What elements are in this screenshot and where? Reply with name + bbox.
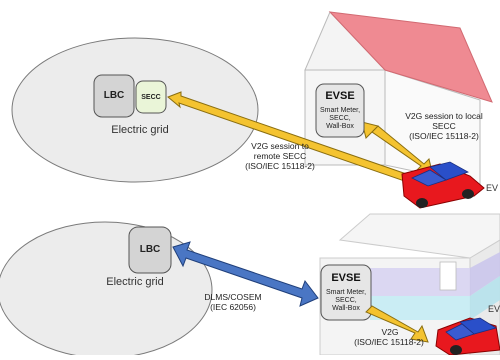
top-ev-label: EV bbox=[486, 183, 499, 193]
top-secc-label: SECC bbox=[141, 94, 161, 101]
top-remote-session-line-2: remote SECC bbox=[253, 151, 307, 161]
bottom-evse-line-2: SECC, bbox=[335, 297, 357, 304]
top-evse-line-3: Wall-Box bbox=[326, 123, 354, 130]
top-local-session-line-2: SECC bbox=[432, 121, 456, 131]
bottom-grid-ellipse bbox=[0, 221, 213, 359]
bottom-dlms-arrow bbox=[172, 241, 319, 307]
top-local-session-line-3: (ISO/IEC 15118-2) bbox=[409, 131, 479, 141]
top-secc-box bbox=[135, 80, 167, 114]
top-grid-label: Electric grid bbox=[111, 124, 169, 136]
top-ev-car bbox=[401, 161, 485, 209]
top-lbc-label: LBC bbox=[103, 90, 125, 101]
top-local-session-line-1: V2G session to local bbox=[405, 111, 483, 121]
bottom-v2g-arrow bbox=[365, 305, 429, 343]
bottom-lbc-label: LBC bbox=[139, 244, 161, 255]
top-evse-line-1: Smart Meter, bbox=[319, 107, 361, 114]
bottom-dlms-line-2: (IEC 62056) bbox=[210, 302, 256, 312]
top-evse-line-2: SECC, bbox=[329, 115, 351, 122]
top-lbc-box bbox=[93, 74, 135, 118]
bottom-evse-line-1: Smart Meter, bbox=[325, 289, 367, 296]
bottom-evse-line-3: Wall-Box bbox=[332, 305, 360, 312]
top-remote-session-line-3: (ISO/IEC 15118-2) bbox=[245, 161, 315, 171]
bottom-evse-title: EVSE bbox=[331, 272, 361, 284]
top-evse-title: EVSE bbox=[325, 90, 355, 102]
bottom-lbc-box bbox=[128, 226, 172, 274]
bottom-evse-box bbox=[320, 264, 372, 321]
bottom-ev-car bbox=[435, 317, 500, 356]
bottom-v2g-line-2: (ISO/IEC 15118-2) bbox=[354, 337, 424, 347]
bottom-dlms-line-1: DLMS/COSEM bbox=[204, 292, 262, 302]
top-remote-session-line-1: V2G session to bbox=[251, 141, 309, 151]
bottom-v2g-line-1: V2G bbox=[381, 327, 399, 337]
bottom-grid-label: Electric grid bbox=[106, 276, 164, 288]
top-grid-ellipse bbox=[11, 37, 259, 183]
top-evse-box bbox=[315, 83, 365, 138]
bottom-ev-label: EV bbox=[488, 305, 500, 314]
